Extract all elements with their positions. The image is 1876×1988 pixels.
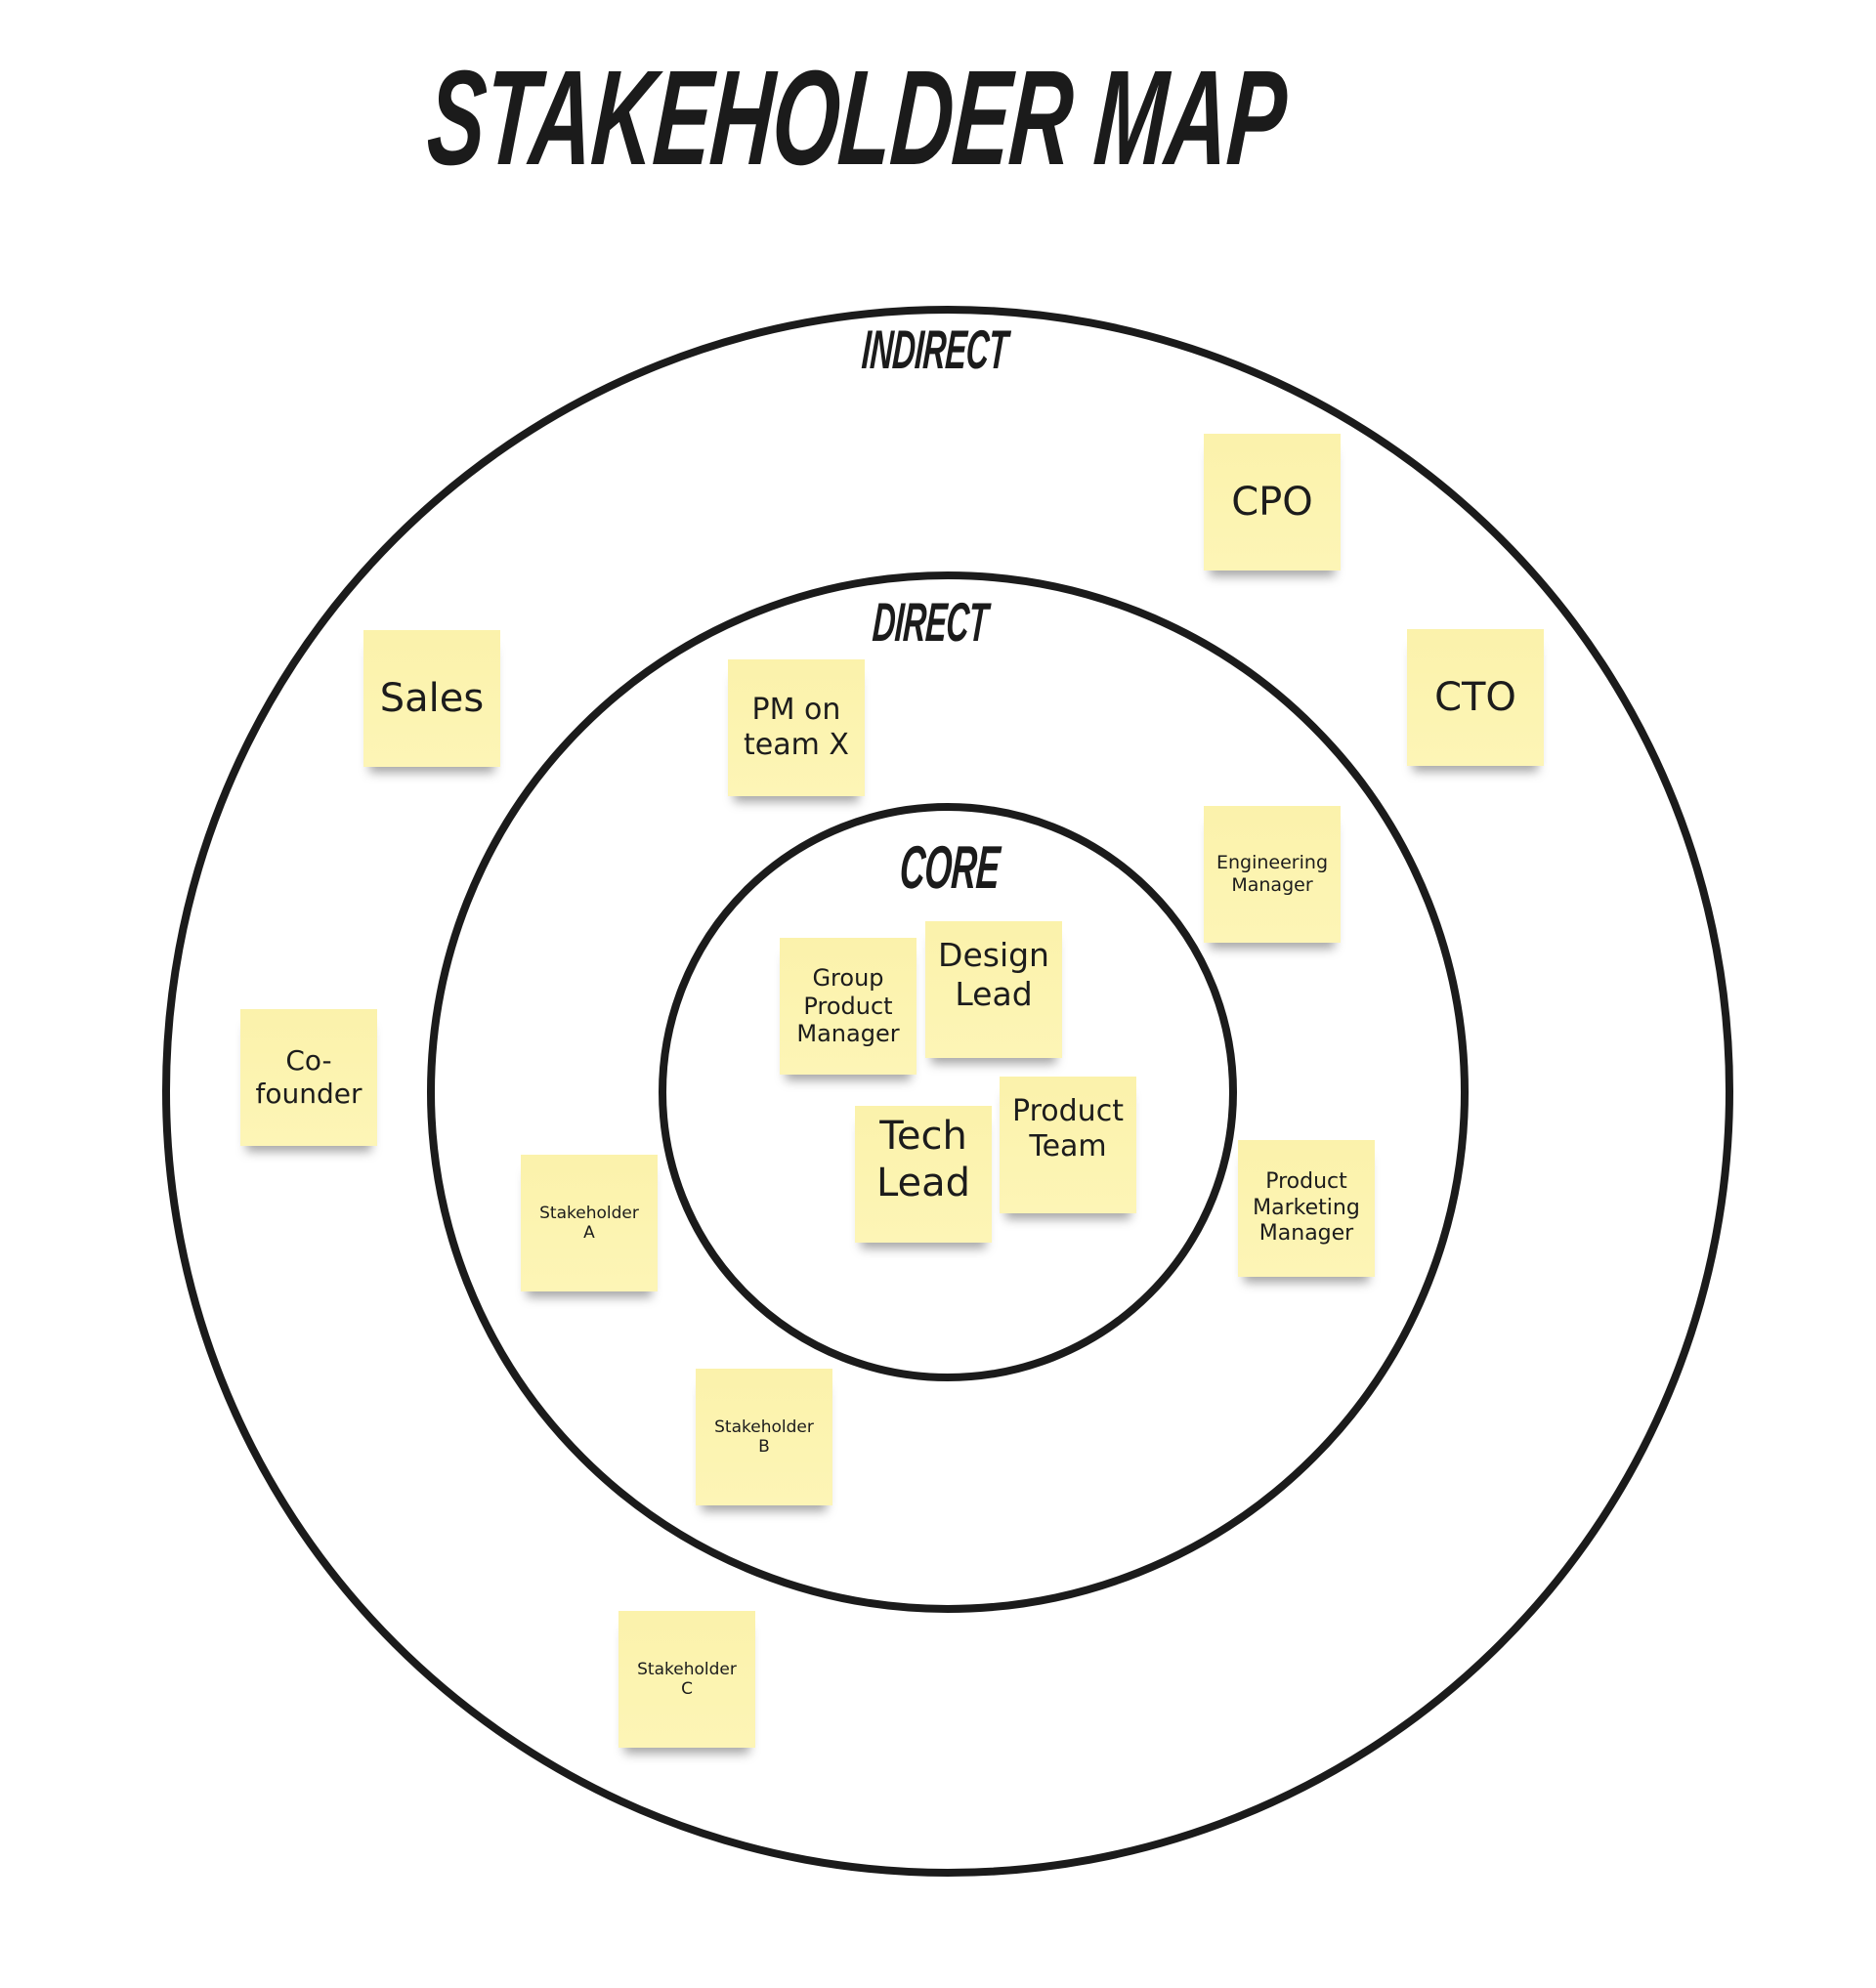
sticky-note-group-product-manager[interactable]: Group Product Manager <box>780 938 917 1075</box>
note-text: Product Team <box>1012 1094 1124 1163</box>
note-text: Co- founder <box>255 1044 362 1110</box>
note-text: Sales <box>379 676 485 721</box>
sticky-note-sales[interactable]: Sales <box>363 630 500 767</box>
ring-indirect <box>162 306 1733 1877</box>
ring-label-direct: DIRECT <box>871 591 990 653</box>
note-text: Stakeholder A <box>539 1203 639 1243</box>
note-text: CTO <box>1434 675 1516 720</box>
note-text: Design Lead <box>938 936 1049 1013</box>
sticky-note-pm-team-x[interactable]: PM on team X <box>728 659 865 796</box>
sticky-note-product-team[interactable]: Product Team <box>1000 1077 1136 1213</box>
sticky-note-stakeholder-b[interactable]: Stakeholder B <box>696 1369 832 1505</box>
sticky-note-product-marketing-manager[interactable]: Product Marketing Manager <box>1238 1140 1375 1277</box>
ring-core <box>659 803 1237 1381</box>
ring-label-core: CORE <box>898 834 1002 902</box>
sticky-note-cofounder[interactable]: Co- founder <box>240 1009 377 1146</box>
sticky-note-design-lead[interactable]: Design Lead <box>925 921 1062 1058</box>
sticky-note-stakeholder-c[interactable]: Stakeholder C <box>618 1611 755 1748</box>
note-text: Group Product Manager <box>796 963 900 1048</box>
note-text: Stakeholder C <box>637 1659 737 1699</box>
note-text: Stakeholder B <box>714 1417 814 1457</box>
sticky-note-stakeholder-a[interactable]: Stakeholder A <box>521 1155 658 1291</box>
sticky-note-cto[interactable]: CTO <box>1407 629 1544 766</box>
sticky-note-engineering-manager[interactable]: Engineering Manager <box>1204 806 1341 943</box>
note-text: Tech Lead <box>875 1114 971 1205</box>
ring-direct <box>427 571 1469 1613</box>
note-text: Product Marketing Manager <box>1253 1169 1360 1247</box>
sticky-note-tech-lead[interactable]: Tech Lead <box>855 1106 992 1243</box>
sticky-note-cpo[interactable]: CPO <box>1204 434 1341 571</box>
ring-label-indirect: INDIRECT <box>860 318 1009 380</box>
note-text: CPO <box>1231 480 1313 525</box>
note-text: PM on team X <box>744 693 849 762</box>
note-text: Engineering Manager <box>1216 852 1328 896</box>
